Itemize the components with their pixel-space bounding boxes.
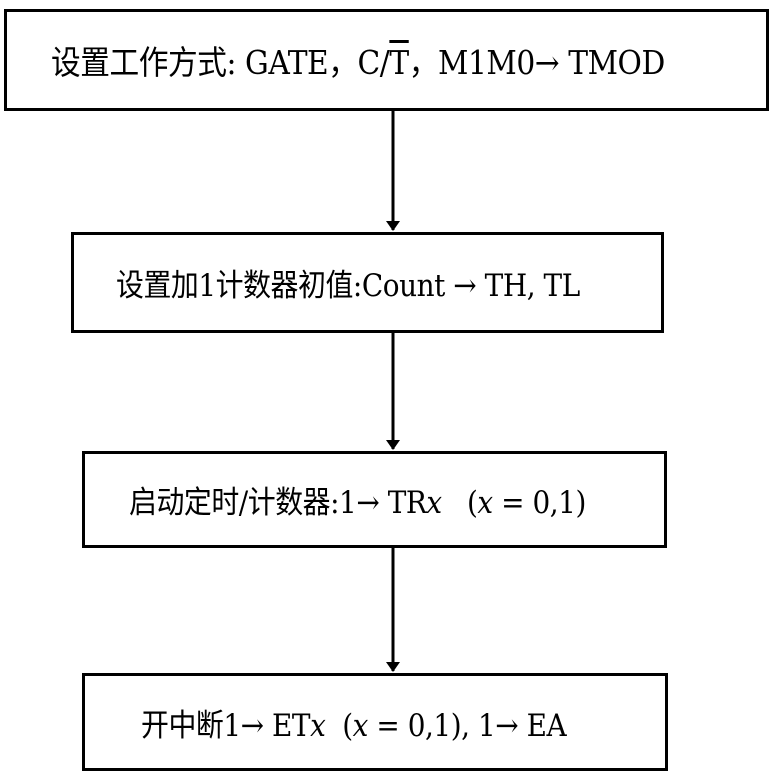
step3-suffix: = 0,1) (492, 485, 586, 521)
step-enable-interrupt-text: 开中断1→ ETx (x = 0,1), 1→ EA (141, 700, 567, 745)
step3-var1: x (426, 485, 442, 521)
step-start-timer-text: 启动定时/计数器:1→ TRx (x = 0,1) (129, 477, 586, 522)
step3-middle: ( (441, 485, 478, 521)
step4-middle: ( (325, 707, 353, 744)
step-enable-interrupt-box: 开中断1→ ETx (x = 0,1), 1→ EA (82, 673, 668, 771)
step4-suffix: = 0,1), 1→ EA (367, 707, 567, 744)
step-set-mode-text: 设置工作方式: GATE，C/T，M1M0→ TMOD (51, 36, 665, 84)
step-set-mode-box: 设置工作方式: GATE，C/T，M1M0→ TMOD (4, 9, 769, 111)
step3-prefix: 启动定时/计数器:1→ TR (129, 485, 427, 521)
step4-var1: x (310, 707, 326, 744)
step-start-timer-box: 启动定时/计数器:1→ TRx (x = 0,1) (82, 451, 667, 548)
step-set-initial-value-box: 设置加1计数器初值:Count → TH, TL (71, 232, 664, 333)
step1-suffix: ，M1M0→ TMOD (408, 43, 666, 82)
step-set-initial-value-text: 设置加1计数器初值:Count → TH, TL (116, 268, 580, 304)
step4-var2: x (352, 707, 369, 744)
step3-var2: x (477, 485, 493, 521)
step1-overline-t: T (389, 43, 409, 82)
step4-prefix: 开中断1→ ET (141, 707, 311, 744)
step1-prefix: 设置工作方式: GATE，C/ (51, 43, 390, 82)
